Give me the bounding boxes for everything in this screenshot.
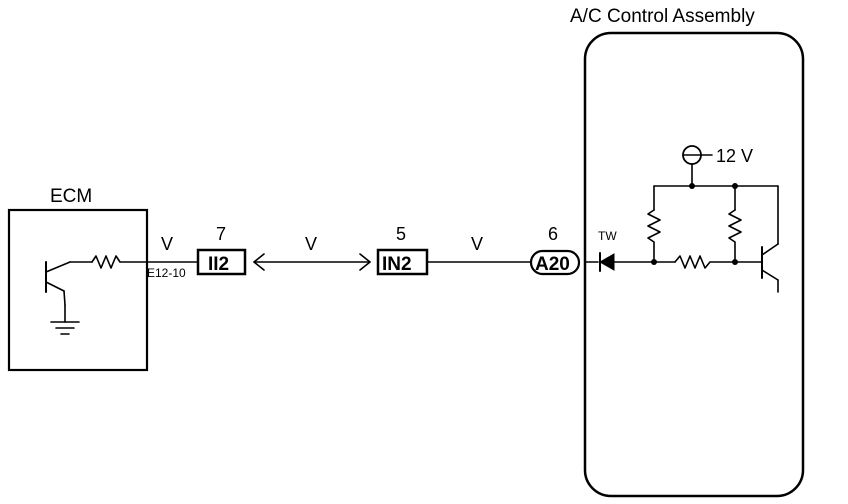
wire-color-label-1: V [161,234,173,254]
ac-control-assembly: A/C Control Assembly TW 12 V [570,6,805,498]
connector-ii2-pin: 7 [216,224,226,244]
connector-in2-code: IN2 [382,254,412,275]
ecm-block: ECM E12-10 [7,186,186,372]
connector-a20-code: A20 [535,254,570,275]
wire-color-label-3: V [471,234,483,254]
ecm-box [7,208,149,372]
base-resistor-icon [674,255,736,269]
supply-voltage-label: 12 V [716,146,753,166]
pullup-resistor-1-icon [647,209,661,263]
connector-in2-pin: 5 [396,224,406,244]
connector-a20 [529,249,581,276]
ecm-transistor-icon [45,261,93,335]
ac-assembly-box [583,31,805,498]
zener-diode-icon [584,252,676,272]
wire-harness: V 7 II2 V 5 IN2 V 6 A20 [146,224,581,276]
ecm-resistor-icon [91,255,148,269]
connector-ii2-code: II2 [208,254,229,275]
ac-transistor-icon [734,185,779,293]
node-dot [689,183,695,189]
tw-label: TW [598,229,617,243]
node-dot [651,259,657,265]
connector-ii2 [196,248,247,276]
connector-a20-pin: 6 [548,224,558,244]
link-arrow-right-icon [359,253,371,271]
wire-color-label-2: V [305,234,317,254]
ecm-label: ECM [50,186,92,207]
ac-assembly-label: A/C Control Assembly [570,6,755,27]
supply-12v-icon [682,145,713,187]
ecm-pin-label: E12-10 [147,266,186,280]
pullup-resistor-2-icon [728,209,742,263]
